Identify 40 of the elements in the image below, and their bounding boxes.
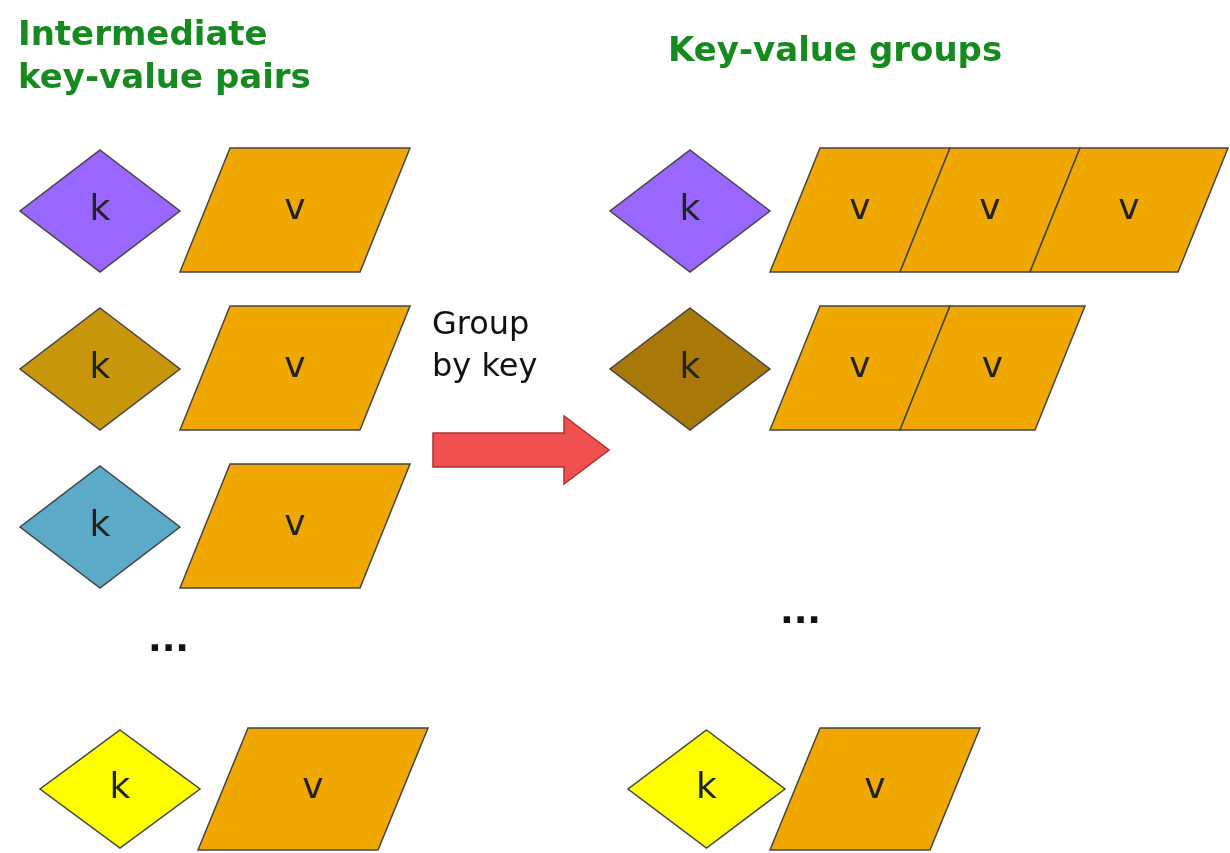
value-parallelogram [770, 148, 950, 272]
value-parallelogram [770, 728, 980, 850]
section-heading: Intermediate key-value pairs [18, 12, 312, 97]
value-label: v [849, 189, 871, 226]
value-label: v [302, 768, 324, 805]
key-diamond [20, 150, 180, 272]
section-heading: Key-value groups [668, 28, 1003, 71]
key-diamond [610, 308, 770, 430]
value-label: v [981, 347, 1004, 384]
value-parallelogram [900, 148, 1080, 272]
value-label: v [1118, 189, 1140, 226]
key-label: k [679, 348, 701, 385]
key-label: k [696, 768, 717, 805]
key-diamond [40, 730, 200, 848]
key-label: k [89, 506, 111, 543]
edge-label: Group by key [432, 303, 539, 386]
value-parallelogram [180, 306, 410, 430]
ellipsis: ... [780, 590, 822, 631]
key-diamond [628, 730, 785, 848]
value-parallelogram [1030, 148, 1228, 272]
value-parallelogram [900, 306, 1085, 430]
value-parallelogram [770, 306, 950, 430]
value-label: v [979, 189, 1001, 226]
block-arrow [432, 415, 610, 486]
ellipsis: ... [148, 618, 190, 659]
key-diamond [610, 150, 770, 272]
key-diamond [20, 308, 180, 430]
value-label: v [284, 505, 306, 542]
value-label: v [284, 347, 306, 384]
value-label: v [864, 768, 886, 805]
value-label: v [849, 347, 871, 384]
key-label: k [89, 190, 111, 227]
value-parallelogram [180, 148, 410, 272]
value-parallelogram [198, 728, 428, 850]
value-parallelogram [180, 464, 410, 588]
key-label: k [109, 768, 131, 805]
key-diamond [20, 466, 180, 588]
value-label: v [284, 189, 306, 226]
key-label: k [89, 348, 111, 385]
key-label: k [679, 190, 701, 227]
